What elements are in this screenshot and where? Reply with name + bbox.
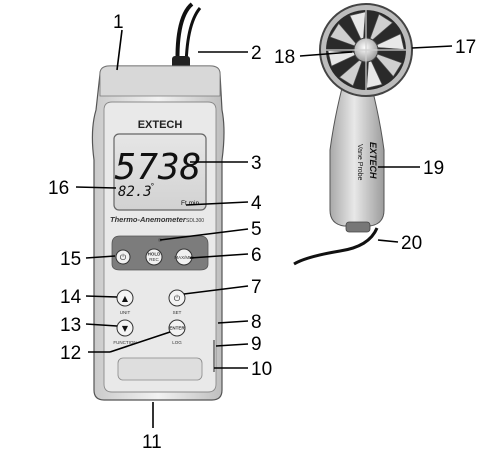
- model-number: SDL300: [186, 218, 204, 224]
- meter-brand: EXTECH: [138, 119, 183, 131]
- callout-12: 12: [60, 343, 81, 364]
- enter-label: ENTER: [169, 326, 185, 331]
- callout-9: 9: [251, 334, 262, 355]
- callout-8: 8: [251, 312, 262, 333]
- hold-rec-button[interactable]: HOLD REC: [145, 248, 163, 266]
- secondary-unit: °: [150, 182, 155, 191]
- unit-caption: UNIT: [120, 310, 131, 315]
- power-icon: ⏻: [120, 253, 127, 262]
- power-button[interactable]: ⏻: [115, 249, 131, 265]
- callout-11: 11: [142, 432, 162, 453]
- unit-text: Ft min: [181, 200, 199, 207]
- probe-cable: [293, 227, 379, 266]
- up-unit-button[interactable]: ▲: [116, 289, 134, 307]
- set-button[interactable]: ⏻: [168, 289, 186, 307]
- down-arrow-icon: ▼: [122, 324, 129, 333]
- callout-20: 20: [401, 233, 422, 254]
- callout-1: 1: [113, 12, 124, 33]
- callout-leaders: [75, 29, 453, 428]
- set-icon: ⏻: [174, 294, 181, 303]
- callout-15: 15: [60, 249, 81, 270]
- model-name: Thermo-Anemometer: [110, 215, 187, 224]
- callout-5: 5: [251, 219, 262, 240]
- callout-10: 10: [251, 359, 272, 380]
- battery-window: [117, 357, 203, 381]
- hold-label: HOLD: [148, 252, 161, 257]
- up-arrow-icon: ▲: [122, 294, 129, 303]
- enter-log-button[interactable]: ENTER: [168, 319, 186, 337]
- function-caption: FUNCTION: [113, 340, 136, 345]
- rec-label: REC: [149, 257, 159, 262]
- thermo-anemometer-meter: EXTECH 5738 82.3 ° Ft min Thermo-Anemome…: [91, 2, 225, 401]
- probe-brand: EXTECH: [368, 142, 378, 179]
- callout-14: 14: [60, 287, 82, 308]
- max-min-label: MAX/MIN: [174, 255, 193, 260]
- callout-numbers: 1 2 3 4 5 6 7 8 9 10 11 12 13 14 15 16 1…: [48, 12, 476, 453]
- main-reading: 5738: [115, 147, 202, 188]
- callout-3: 3: [251, 153, 262, 174]
- vane-probe: EXTECH Vane Probe: [293, 3, 413, 266]
- log-caption: LOG: [172, 340, 182, 345]
- callout-2: 2: [251, 43, 262, 64]
- lcd-display: [113, 133, 207, 211]
- callout-16: 16: [48, 178, 69, 199]
- secondary-reading: 82.3: [118, 184, 152, 200]
- down-function-button[interactable]: ▼: [116, 319, 134, 337]
- callout-7: 7: [251, 277, 262, 298]
- callout-13: 13: [60, 315, 81, 336]
- callout-18: 18: [274, 47, 295, 68]
- callout-17: 17: [455, 37, 476, 58]
- probe-name: Vane Probe: [356, 144, 363, 181]
- set-caption: SET: [173, 310, 182, 315]
- callout-4: 4: [251, 193, 262, 214]
- callout-6: 6: [251, 245, 262, 266]
- max-min-button[interactable]: MAX/MIN: [174, 248, 194, 266]
- callout-19: 19: [423, 158, 444, 179]
